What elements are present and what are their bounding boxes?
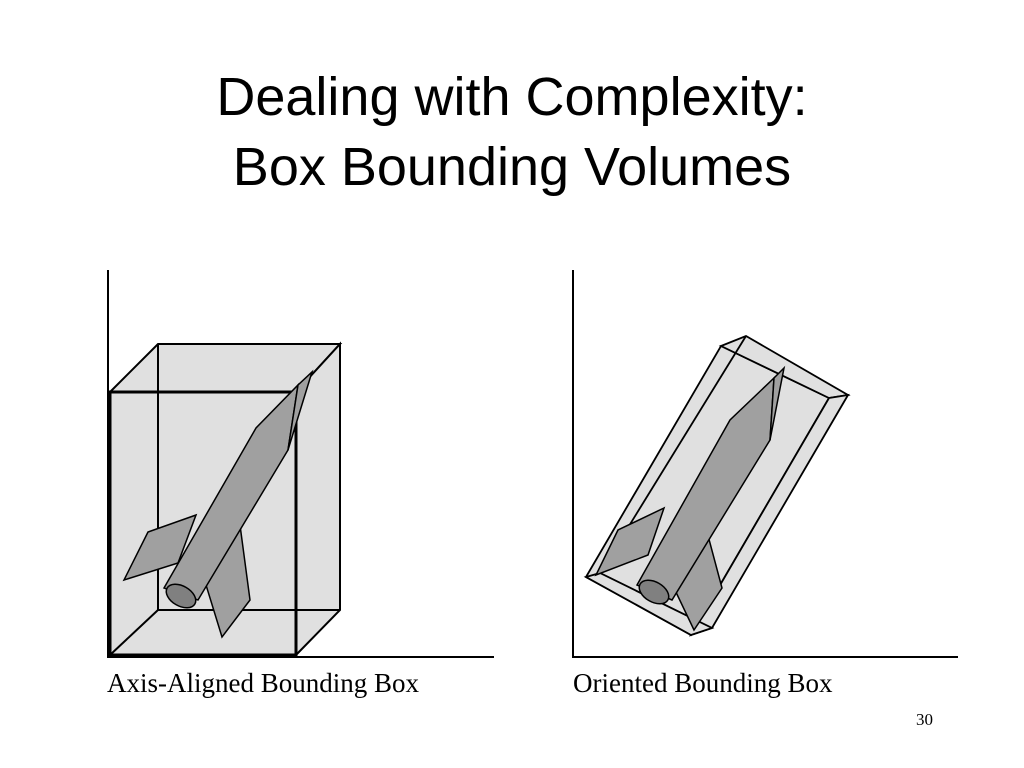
aabb-rocket-fin-left [122,513,198,582]
aabb-axes [107,270,494,658]
page-number: 30 [916,710,933,729]
obb-rocket-fin-left [594,506,666,577]
obb-bottom-face [583,572,715,636]
aabb-rocket [122,369,314,639]
aabb-caption: Axis-Aligned Bounding Box [107,668,420,698]
aabb-diagram [107,270,494,658]
obb-rocket-nose [769,365,786,441]
title-line-2: Box Bounding Volumes [232,137,792,197]
obb-rocket [594,365,786,632]
obb-caption: Oriented Bounding Box [573,668,833,698]
aabb-rocket-nose [287,369,314,451]
title-line-1: Dealing with Complexity: [216,67,808,127]
obb-rocket-exhaust [638,579,670,605]
aabb-rocket-exhaust [165,583,197,609]
aabb-back-edge-diagonal [109,609,159,656]
slide-title: Dealing with Complexity: Box Bounding Vo… [0,62,1024,202]
obb-axes [572,270,958,658]
obb-diagram [572,270,958,658]
